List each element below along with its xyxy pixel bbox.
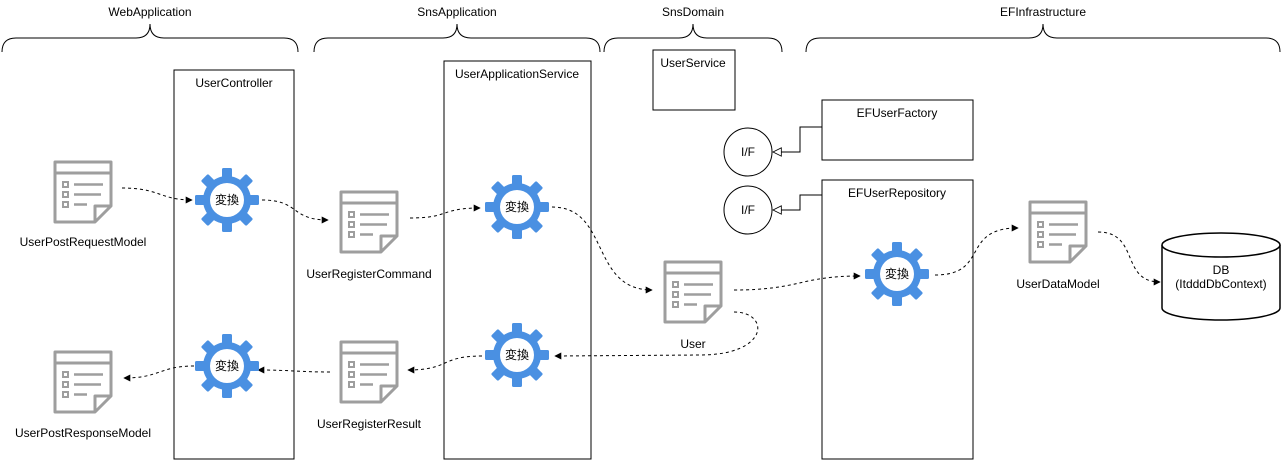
box-title: UserController [195, 76, 272, 90]
gear-label: 変換 [505, 347, 529, 362]
document-label: User [680, 337, 705, 351]
convert-gear-service-out: 変換 [485, 323, 549, 387]
interface-label: I/F [741, 145, 755, 159]
group-snsapplication: SnsApplication [313, 5, 601, 53]
convert-gear-controller-out: 変換 [195, 334, 259, 398]
group-label: WebApplication [108, 5, 191, 19]
document-label: UserDataModel [1016, 277, 1099, 291]
ef-user-repository-box: EFUserRepository [821, 179, 974, 460]
database-icon [1161, 245, 1281, 321]
gear-label: 変換 [215, 192, 239, 207]
flow-arrow [121, 187, 193, 204]
document-icon [663, 260, 723, 324]
document-icon [339, 340, 399, 404]
group-webapplication: WebApplication [1, 5, 299, 53]
document-icon [53, 160, 113, 224]
interface-label: I/F [741, 203, 755, 217]
document-icon [339, 190, 399, 254]
user-controller-box: UserController [173, 69, 295, 460]
gear-label: 変換 [885, 266, 909, 281]
document-label: UserRegisterResult [317, 417, 422, 431]
box-title: EFUserRepository [848, 186, 946, 200]
group-brace [805, 23, 1281, 53]
box-title: UserService [660, 56, 726, 70]
convert-gear-repository: 変換 [865, 242, 929, 306]
group-efinfrastructure: EFInfrastructure [805, 5, 1281, 53]
convert-gear-service-in: 変換 [485, 175, 549, 239]
document-label: UserPostResponseModel [15, 426, 151, 440]
document-label: UserPostRequestModel [20, 235, 147, 249]
group-snsdomain: SnsDomain [603, 5, 783, 53]
database-context-label: (ItdddDbContext) [1175, 277, 1266, 291]
database-label: DB [1213, 263, 1230, 277]
implements-arrow-repository [773, 194, 822, 210]
group-brace [1, 23, 299, 53]
user-register-result: UserRegisterResult [317, 340, 422, 431]
interface-repository: I/F [723, 185, 773, 235]
flow-arrow [261, 199, 329, 224]
gear-label: 変換 [215, 358, 239, 373]
user-register-command: UserRegisterCommand [306, 190, 432, 281]
flow-arrow [407, 355, 483, 374]
document-icon [1028, 200, 1088, 264]
database: DB (ItdddDbContext) [1161, 232, 1281, 321]
gear-label: 変換 [505, 199, 529, 214]
flow-arrows [121, 187, 1161, 382]
interface-factory: I/F [723, 127, 773, 177]
group-brace [603, 23, 783, 53]
user-document: User [663, 260, 723, 351]
group-label: EFInfrastructure [1000, 5, 1086, 19]
group-label: SnsApplication [417, 5, 496, 19]
user-application-service-box: UserApplicationService [443, 60, 592, 460]
ef-user-factory-box: EFUserFactory [821, 99, 974, 161]
flow-arrow [1097, 231, 1161, 286]
user-post-request-model: UserPostRequestModel [20, 160, 147, 249]
flow-arrow [554, 311, 759, 360]
flow-arrow [934, 224, 1019, 276]
document-icon [53, 350, 113, 414]
box-title: EFUserFactory [857, 106, 938, 120]
flow-arrow [257, 366, 331, 374]
user-data-model: UserDataModel [1016, 200, 1100, 291]
box-title: UserApplicationService [455, 67, 579, 81]
flow-arrow [551, 206, 653, 294]
group-brace [313, 23, 601, 53]
flow-arrow [123, 365, 195, 382]
group-label: SnsDomain [662, 5, 724, 19]
implements-arrow-factory [773, 126, 822, 152]
document-label: UserRegisterCommand [306, 267, 431, 281]
flow-arrow [409, 204, 481, 219]
flow-arrow [733, 272, 861, 291]
user-service-box: UserService [652, 49, 736, 111]
convert-gear-controller-in: 変換 [195, 168, 259, 232]
user-post-response-model: UserPostResponseModel [15, 350, 151, 440]
